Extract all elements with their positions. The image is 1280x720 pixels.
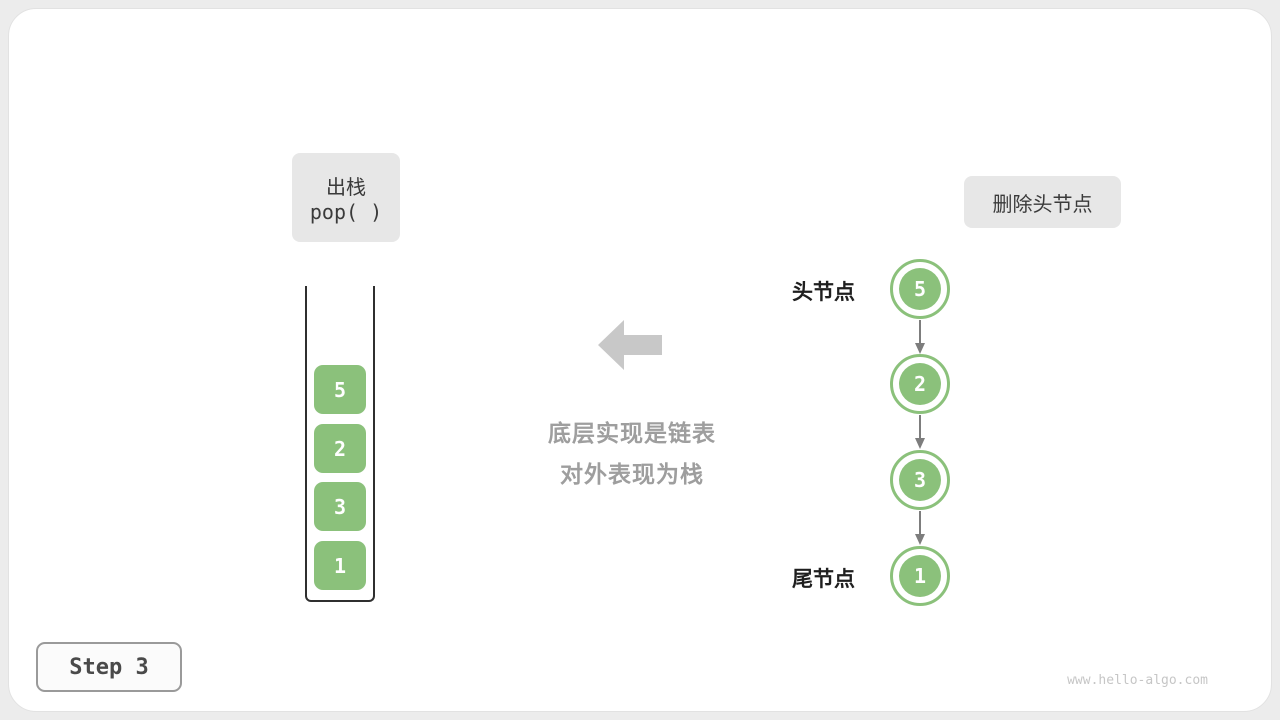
stack-item: 2 xyxy=(314,424,366,473)
head-node-label: 头节点 xyxy=(792,280,855,304)
list-node-value: 3 xyxy=(899,459,941,501)
list-node: 3 xyxy=(890,450,950,510)
step-badge: Step 3 xyxy=(36,642,182,692)
list-operation-label: 删除头节点 xyxy=(964,176,1121,228)
diagram-card: 出栈 pop( ) 删除头节点 xyxy=(8,8,1272,712)
list-node: 2 xyxy=(890,354,950,414)
list-node-value: 1 xyxy=(899,555,941,597)
arrow-down-icon xyxy=(915,320,925,354)
arrow-down-icon xyxy=(915,415,925,449)
list-node-value: 5 xyxy=(899,268,941,310)
caption-line-2: 对外表现为栈 xyxy=(560,462,704,488)
stack-operation-method: pop( ) xyxy=(309,200,383,224)
caption-line-1: 底层实现是链表 xyxy=(548,421,716,447)
stack-item: 1 xyxy=(314,541,366,590)
stack-operation-name: 出栈 xyxy=(326,175,366,199)
arrow-down-icon xyxy=(915,511,925,545)
stack-item: 5 xyxy=(314,365,366,414)
stack-container xyxy=(305,286,375,602)
stack-operation-label: 出栈 pop( ) xyxy=(292,153,400,242)
arrow-left-icon xyxy=(598,320,662,370)
watermark: www.hello-algo.com xyxy=(1067,673,1208,688)
list-node: 5 xyxy=(890,259,950,319)
list-node: 1 xyxy=(890,546,950,606)
stack-item: 3 xyxy=(314,482,366,531)
tail-node-label: 尾节点 xyxy=(792,567,855,591)
list-operation-text: 删除头节点 xyxy=(992,191,1093,216)
list-node-value: 2 xyxy=(899,363,941,405)
